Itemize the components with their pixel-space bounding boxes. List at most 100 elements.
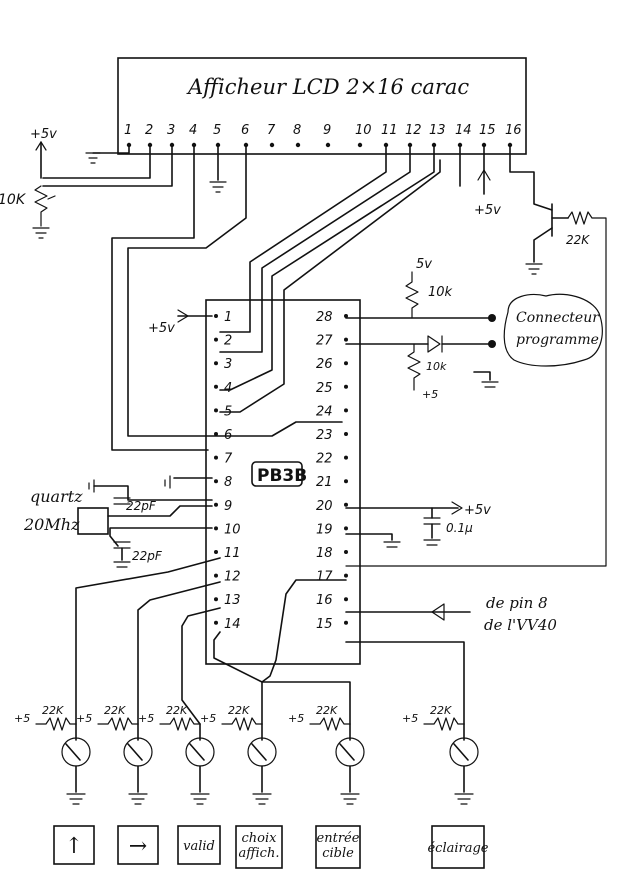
quartz-label: quartz bbox=[30, 487, 83, 506]
contrast-potentiometer: +5v 10K bbox=[0, 127, 57, 239]
cap-a-label: 22pF bbox=[126, 499, 157, 513]
switch-supply-label: +5 bbox=[76, 712, 92, 725]
chip-pin-left-number: 10 bbox=[224, 522, 241, 537]
pullup-supply-label: 5v bbox=[416, 257, 432, 272]
chip-pin-right-contact bbox=[344, 597, 348, 602]
switch-supply-label: +5 bbox=[14, 712, 30, 725]
chip-pin-right-number: 26 bbox=[316, 357, 333, 372]
chip-pin-right-contact bbox=[344, 502, 348, 507]
lcd-pin-contact bbox=[325, 142, 331, 148]
lcd-pin-number: 3 bbox=[167, 123, 175, 138]
push-switch: 22K+5 bbox=[76, 704, 153, 805]
lcd-pin-number: 5 bbox=[213, 123, 221, 138]
button-frame bbox=[431, 825, 485, 869]
switch-resistor-label: 22K bbox=[42, 704, 64, 717]
button-frame bbox=[315, 825, 361, 869]
switch-supply-label: +5 bbox=[288, 712, 304, 725]
lcd-pin-number: 14 bbox=[455, 123, 472, 138]
signal-line-2: de l'VV40 bbox=[484, 616, 557, 634]
chip-pin-right-number: 22 bbox=[316, 452, 333, 467]
chip-pin-right-contact bbox=[344, 384, 348, 389]
lcd-pin-number: 7 bbox=[267, 123, 276, 138]
button-label: → bbox=[129, 834, 147, 859]
switch-resistor-label: 22K bbox=[316, 704, 338, 717]
chip-pin-right-number: 16 bbox=[316, 593, 333, 608]
panel-button[interactable]: valid bbox=[177, 825, 221, 865]
chip-pin-left-number: 7 bbox=[224, 452, 233, 467]
chip-pin-left-contact bbox=[214, 384, 218, 389]
chip-pin-right-number: 21 bbox=[316, 475, 333, 490]
lcd-pin-number: 13 bbox=[429, 123, 446, 138]
chip-pin-right-number: 17 bbox=[316, 570, 333, 585]
chip-pin-left-contact bbox=[214, 455, 218, 460]
pullup-a-label: 10k bbox=[428, 285, 453, 300]
switch-supply-label: +5 bbox=[200, 712, 216, 725]
chip-pin-left-contact bbox=[214, 502, 218, 507]
panel-button[interactable]: → bbox=[117, 825, 159, 865]
chip-pin-right-contact bbox=[344, 337, 348, 342]
chip-pin-left-contact bbox=[214, 597, 218, 602]
lcd-pin-number: 8 bbox=[293, 123, 301, 138]
button-frame bbox=[117, 825, 159, 865]
button-label: éclairage bbox=[427, 841, 488, 856]
chip-pin-right-contact bbox=[344, 408, 348, 413]
lcd-pin-leads bbox=[42, 144, 553, 451]
chip-outline bbox=[205, 299, 361, 665]
chip-pin-right-number: 20 bbox=[316, 499, 333, 514]
chip-pin-right-contact bbox=[344, 573, 348, 578]
chip-pin-left-number: 2 bbox=[224, 334, 232, 349]
chip-pin-right-number: 28 bbox=[316, 310, 333, 325]
backlight-transistor: 22K bbox=[345, 203, 607, 567]
lcd-pin-number: 12 bbox=[405, 123, 422, 138]
button-label: entrée bbox=[317, 831, 360, 846]
button-label: ↑ bbox=[65, 834, 83, 859]
switch-body bbox=[61, 737, 91, 767]
chip-pin-right-contact bbox=[344, 455, 348, 460]
push-switch: 22K +5 bbox=[14, 704, 91, 805]
decoupling-cap-label: 0.1µ bbox=[446, 521, 473, 535]
chip-pin-left-number: 5 bbox=[224, 404, 232, 419]
button-frame bbox=[235, 825, 283, 869]
connector-outline bbox=[503, 293, 603, 367]
button-label: valid bbox=[183, 839, 215, 854]
chip-pin-right-contact bbox=[344, 620, 348, 625]
panel-button[interactable]: éclairage bbox=[427, 825, 489, 869]
chip-name-frame bbox=[251, 461, 303, 487]
connector-label-2: programme bbox=[516, 332, 599, 348]
button-frame bbox=[53, 825, 95, 865]
lcd-pin-contact bbox=[295, 142, 301, 148]
switch-supply-label: +5 bbox=[138, 712, 154, 725]
chip-pin-left-contact bbox=[214, 526, 218, 531]
backlight-resistor-label: 22K bbox=[566, 233, 590, 247]
pullup-b-label: 10k bbox=[426, 360, 447, 373]
switch-body bbox=[449, 737, 479, 767]
chip-pin-right-contact bbox=[344, 432, 348, 436]
chip-pin-left-contact bbox=[214, 479, 218, 484]
lcd-pin-number: 6 bbox=[241, 123, 249, 138]
chip-pin-right-contact bbox=[344, 550, 348, 554]
chip-pin-left-contact bbox=[214, 314, 218, 318]
connector-label-1: Connecteur bbox=[516, 310, 600, 326]
chip-pin-right-number: 19 bbox=[316, 522, 333, 537]
chip-supply-label: +5v bbox=[148, 321, 175, 336]
chip-pin-left-number: 3 bbox=[224, 357, 232, 372]
panel-button[interactable]: ↑ bbox=[53, 825, 95, 865]
lcd-pin-number: 4 bbox=[189, 123, 197, 138]
switch-supply-label: +5 bbox=[402, 712, 418, 725]
chip-pin-left-number: 1 bbox=[224, 310, 232, 325]
cap-b-label: 22pF bbox=[132, 549, 163, 563]
pot-value-label: 10K bbox=[0, 192, 27, 208]
chip-pin-left-number: 4 bbox=[224, 381, 232, 396]
chip-pin-right-contact bbox=[344, 361, 348, 366]
chip-pin-right-number: 18 bbox=[316, 546, 333, 561]
lcd-pin-number: 2 bbox=[145, 123, 153, 138]
pin16-input: de pin 8 de l'VV40 bbox=[345, 594, 557, 634]
quartz-crystal bbox=[77, 507, 109, 535]
